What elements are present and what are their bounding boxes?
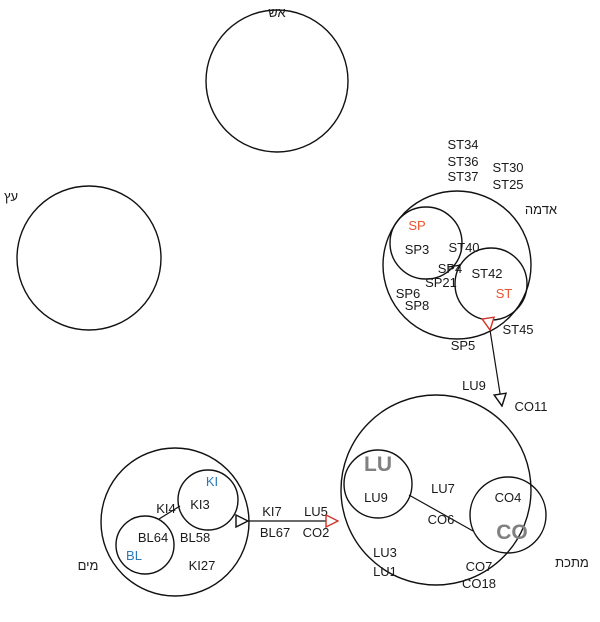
point-sp21: SP21 xyxy=(425,275,457,290)
point-ki4: KI4 xyxy=(156,501,176,516)
water-circle xyxy=(100,447,250,597)
point-st30: ST30 xyxy=(492,160,523,175)
point-ki27: KI27 xyxy=(189,558,216,573)
earth-metal-link xyxy=(490,330,502,406)
earth-circle xyxy=(382,190,532,340)
spleen-title: SP xyxy=(408,218,425,233)
bladder-circle xyxy=(115,515,175,575)
point-ki7: KI7 xyxy=(262,504,282,519)
point-st34: ST34 xyxy=(447,137,478,152)
wood-label: עץ xyxy=(4,189,18,204)
point-st25: ST25 xyxy=(492,177,523,192)
point-st37: ST37 xyxy=(447,169,478,184)
point-bl64: BL64 xyxy=(138,530,168,545)
colon-title: CO xyxy=(496,521,528,544)
point-st42: ST42 xyxy=(471,266,502,281)
point-sp8: SP8 xyxy=(405,298,430,313)
earth-label: אדמה xyxy=(525,202,557,217)
point-co2: CO2 xyxy=(303,525,330,540)
water-connector xyxy=(158,505,181,520)
kidney-title: KI xyxy=(206,474,218,489)
earth-metal-arrow xyxy=(490,330,502,406)
colon-circle xyxy=(469,476,547,554)
point-sp3: SP3 xyxy=(405,242,430,257)
fire-label: אש xyxy=(268,5,285,20)
earth-connector xyxy=(447,264,462,268)
water-label: מים xyxy=(78,558,99,573)
metal-label: מתכת xyxy=(555,555,589,570)
point-sp4: SP4 xyxy=(438,261,463,276)
wood-element: עץ xyxy=(4,185,162,331)
point-lu5: LU5 xyxy=(304,504,328,519)
metal-circle xyxy=(340,394,532,586)
point-sp6: SP6 xyxy=(396,286,421,301)
point-lu3: LU3 xyxy=(373,545,397,560)
metal-element: מתכת LU9 CO11 LU LU9 LU7 CO4 CO6 CO LU3 … xyxy=(303,378,589,591)
point-bl67: BL67 xyxy=(260,525,290,540)
wood-circle xyxy=(16,185,162,331)
point-ki3: KI3 xyxy=(190,497,210,512)
point-lu9: LU9 xyxy=(364,490,388,505)
point-lu7: LU7 xyxy=(431,481,455,496)
point-co4: CO4 xyxy=(495,490,522,505)
bladder-title: BL xyxy=(126,548,142,563)
point-bl58: BL58 xyxy=(180,530,210,545)
earth-element: אדמה ST34 ST36 ST37 ST30 ST25 SP SP3 ST4… xyxy=(382,137,557,353)
fire-circle xyxy=(205,9,349,153)
point-st36: ST36 xyxy=(447,154,478,169)
point-co18: CO18 xyxy=(462,576,496,591)
spleen-circle xyxy=(389,206,463,280)
point-sp5: SP5 xyxy=(451,338,476,353)
point-st40: ST40 xyxy=(448,240,479,255)
point-co6: CO6 xyxy=(428,512,455,527)
point-st45: ST45 xyxy=(502,322,533,337)
point-co7: CO7 xyxy=(466,559,493,574)
point-co11: CO11 xyxy=(515,399,548,414)
lung-circle xyxy=(343,449,413,519)
fire-element: אש xyxy=(205,5,349,153)
stomach-title: ST xyxy=(496,286,513,301)
water-element: מים KI KI3 KI4 BL64 BL58 BL KI27 KI7 BL6… xyxy=(78,447,290,597)
point-lu1: LU1 xyxy=(373,564,397,579)
stomach-circle xyxy=(454,247,528,321)
point-lu9-outer: LU9 xyxy=(462,378,486,393)
kidney-circle xyxy=(177,469,239,531)
metal-connector xyxy=(408,494,474,532)
lung-title: LU xyxy=(364,453,392,476)
